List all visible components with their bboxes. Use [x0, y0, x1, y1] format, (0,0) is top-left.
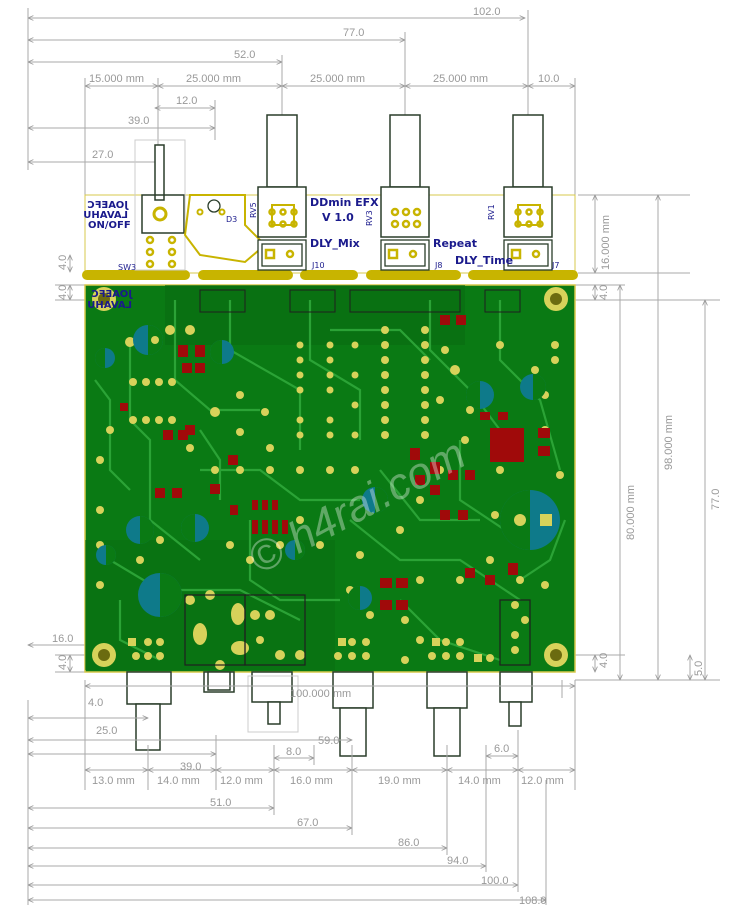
dim-6: 6.0 — [494, 743, 509, 755]
dim-77-right: 77.0 — [710, 489, 722, 510]
dim-86: 86.0 — [398, 837, 419, 849]
dim-10: 10.0 — [538, 73, 559, 85]
pot-rv3 — [380, 114, 430, 238]
board-version: V 1.0 — [322, 211, 354, 224]
ref-sw3: SW3 — [118, 263, 136, 272]
dim-4-left-d: 4.0 — [88, 697, 103, 709]
dim-14mm-b: 14.0 mm — [458, 775, 501, 787]
dim-8: 8.0 — [286, 746, 301, 758]
dim-19mm: 19.0 mm — [378, 775, 421, 787]
dim-39: 39.0 — [128, 115, 149, 127]
dim-94: 94.0 — [447, 855, 468, 867]
dim-108: 108.0 — [519, 895, 547, 907]
label-dly-time: DLY_Time — [455, 254, 513, 267]
dim-4-right-top: 4.0 — [598, 285, 610, 300]
connector-j7 — [503, 239, 553, 271]
ref-rv1: RV1 — [487, 204, 496, 220]
dim-27: 27.0 — [92, 149, 113, 161]
connector-j10 — [257, 239, 307, 271]
dim-16mm: 16.000 mm — [600, 215, 612, 270]
mounting-holes — [92, 287, 568, 667]
bottom-footprints — [184, 594, 531, 666]
dim-67: 67.0 — [297, 817, 318, 829]
right-dimensions — [575, 195, 720, 680]
left-dimension-labels: 16.0 4.0 4.0 4.0 4.0 — [52, 255, 103, 709]
right-dimension-labels: 16.000 mm 80.000 mm 98.000 mm 77.0 4.0 4… — [598, 215, 722, 676]
dim-12: 12.0 — [176, 95, 197, 107]
main-mirror-text-2: LAVAHU — [87, 300, 132, 311]
electrolytic-caps — [95, 325, 560, 617]
ic-sockets — [129, 326, 429, 439]
pot-rv1 — [503, 114, 553, 238]
dim-12mm-b: 12.0 mm — [521, 775, 564, 787]
switch-sw3 — [134, 139, 186, 271]
dim-80mm: 80.000 mm — [625, 485, 637, 540]
dim-25mm-a: 25.000 mm — [186, 73, 241, 85]
mirror-text-1: JOAEFC — [87, 200, 129, 211]
ref-rv3: RV3 — [365, 210, 374, 226]
dim-102: 102.0 — [473, 6, 501, 18]
main-board: JOAEFC LAVAHU © h4rai.com — [84, 284, 576, 673]
vias — [96, 325, 564, 670]
dim-5-right: 5.0 — [693, 661, 705, 676]
dim-25mm-c: 25.000 mm — [433, 73, 488, 85]
dim-14mm-a: 14.0 mm — [157, 775, 200, 787]
dim-77: 77.0 — [343, 27, 364, 39]
smd-pads — [120, 315, 550, 610]
dim-4-left-c: 4.0 — [57, 655, 69, 670]
dim-51: 51.0 — [210, 797, 231, 809]
dim-100mm: 100.000 mm — [290, 688, 351, 700]
ref-j8: J8 — [434, 261, 442, 270]
top-board: JOAEFC LAVAHU ON/OFF SW3 D3 DDmin EFX V … — [82, 114, 578, 280]
ref-j7: J7 — [551, 261, 559, 270]
ref-rv5: RV5 — [249, 202, 258, 218]
dim-4-left-a: 4.0 — [57, 255, 69, 270]
dim-59: 59.0 — [318, 735, 339, 747]
label-dly-mix: DLY_Mix — [310, 237, 360, 250]
dim-25mm-b: 25.000 mm — [310, 73, 365, 85]
dim-16-left: 16.0 — [52, 633, 73, 645]
bottom-dimensions — [28, 680, 575, 905]
dim-39-bottom: 39.0 — [180, 761, 201, 773]
dim-13mm: 13.0 mm — [92, 775, 135, 787]
dim-15mm: 15.000 mm — [89, 73, 144, 85]
onoff-label: ON/OFF — [88, 220, 131, 231]
dim-25: 25.0 — [96, 725, 117, 737]
traces — [94, 300, 567, 662]
diode-d3 — [183, 194, 267, 264]
main-mirror-text-1: JOAEFC — [91, 289, 133, 300]
dim-52: 52.0 — [234, 49, 255, 61]
connector-j8 — [380, 239, 430, 271]
top-dimension-labels: 102.0 77.0 52.0 15.000 mm 25.000 mm 25.0… — [89, 6, 559, 161]
top-edge-connectors — [199, 289, 521, 313]
dim-100: 100.0 — [481, 875, 509, 887]
ref-d3: D3 — [226, 215, 237, 224]
mirror-text-2: LAVAHU — [83, 210, 128, 221]
top-dimensions — [28, 8, 575, 195]
board-title: DDmin EFX — [310, 196, 379, 209]
dim-98mm: 98.000 mm — [663, 415, 675, 470]
dim-4-right-bottom: 4.0 — [598, 653, 610, 668]
label-repeat: Repeat — [433, 237, 477, 250]
dim-12mm-a: 12.0 mm — [220, 775, 263, 787]
pot-rv5 — [257, 114, 307, 238]
ref-j10: J10 — [311, 261, 325, 270]
bottom-pads — [128, 603, 494, 662]
dim-16mm-bottom: 16.0 mm — [290, 775, 333, 787]
bottom-dimension-labels: 100.000 mm 25.0 59.0 39.0 8.0 6.0 13.0 m… — [92, 688, 564, 907]
dim-4-left-b: 4.0 — [57, 285, 69, 300]
